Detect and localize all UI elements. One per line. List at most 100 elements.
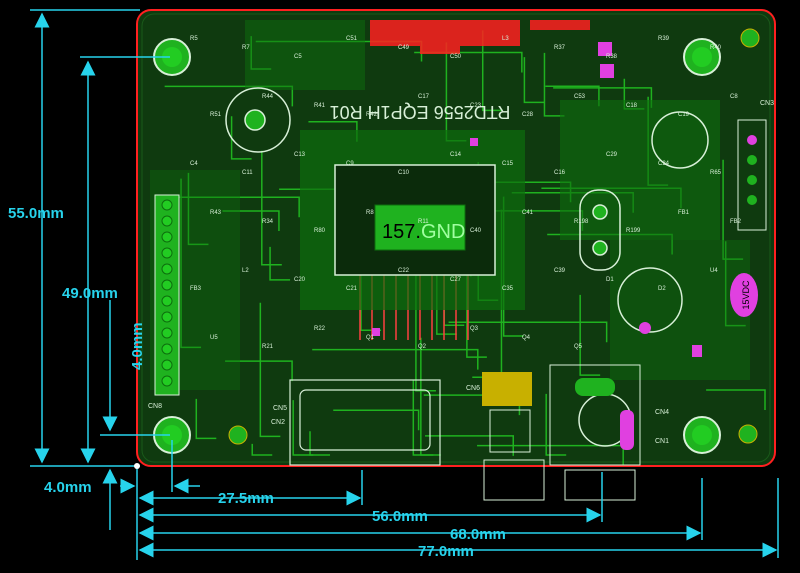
connector-cn3 bbox=[737, 119, 767, 231]
trace bbox=[523, 57, 545, 104]
header-pin bbox=[161, 263, 173, 275]
dimension-labels: 55.0mm 49.0mm 4.0mm 4.0mm 27.5mm 56.0mm … bbox=[8, 205, 506, 560]
component-label: C51 bbox=[346, 36, 358, 42]
header-pin bbox=[161, 343, 173, 355]
dim-56mm: 56.0mm bbox=[372, 508, 428, 525]
trace bbox=[545, 393, 567, 456]
component-label: R65 bbox=[710, 170, 722, 176]
component-label: C15 bbox=[502, 161, 514, 167]
component-label: C9 bbox=[346, 161, 354, 167]
component-label: R51 bbox=[210, 112, 222, 118]
component-label: C8 bbox=[730, 94, 738, 100]
component-label: C40 bbox=[470, 228, 482, 234]
board-title: RTD2556 EQP1H R01 bbox=[330, 102, 511, 122]
trace bbox=[543, 52, 565, 117]
trace bbox=[225, 360, 293, 382]
component-label: C19 bbox=[678, 112, 690, 118]
power-jack bbox=[549, 364, 641, 501]
component-label: R43 bbox=[210, 210, 222, 216]
connector-label: CN1 bbox=[655, 438, 669, 445]
trace bbox=[222, 210, 280, 232]
trace bbox=[261, 150, 282, 266]
component-label: R40 bbox=[710, 45, 722, 51]
trace bbox=[259, 302, 281, 438]
component-label: FB3 bbox=[190, 286, 202, 292]
header-pin bbox=[161, 279, 173, 291]
trace bbox=[312, 348, 479, 370]
component-label: R42 bbox=[366, 112, 378, 118]
component-label: C13 bbox=[294, 152, 306, 158]
connector-label: CN8 bbox=[148, 403, 162, 410]
component-label: C4 bbox=[190, 161, 198, 167]
main-ic: 157.GND bbox=[334, 164, 496, 276]
component-label: U4 bbox=[710, 268, 718, 274]
component-label: R39 bbox=[658, 36, 670, 42]
header-pin bbox=[161, 199, 173, 211]
connector-label: CN4 bbox=[655, 409, 669, 416]
trace bbox=[187, 172, 209, 246]
capacitors bbox=[225, 87, 709, 447]
component-label: C41 bbox=[522, 210, 534, 216]
component-label: C39 bbox=[554, 268, 566, 274]
component-label: C10 bbox=[398, 170, 410, 176]
header-pin bbox=[161, 327, 173, 339]
component-label: C53 bbox=[574, 94, 586, 100]
component-label: R44 bbox=[262, 94, 274, 100]
component-label: R22 bbox=[314, 326, 326, 332]
connector-label: CN2 bbox=[271, 419, 285, 426]
trace bbox=[420, 337, 441, 456]
dimension-lines bbox=[30, 9, 779, 560]
dim-77mm: 77.0mm bbox=[418, 543, 474, 560]
trace bbox=[230, 116, 252, 160]
red-keepout-area bbox=[370, 20, 590, 54]
component-label: C16 bbox=[554, 170, 566, 176]
component-label: R198 bbox=[574, 219, 589, 225]
component-label: C22 bbox=[398, 268, 410, 274]
component-label: R21 bbox=[262, 344, 274, 350]
trace bbox=[448, 321, 608, 343]
component-label: R37 bbox=[554, 45, 566, 51]
component-label: Q2 bbox=[418, 344, 427, 350]
component-label: C20 bbox=[294, 277, 306, 283]
component-label: L3 bbox=[502, 36, 509, 42]
component-label: R80 bbox=[314, 228, 326, 234]
dim-49mm: 49.0mm bbox=[62, 285, 118, 302]
header-pin bbox=[161, 295, 173, 307]
component-label: R199 bbox=[626, 228, 641, 234]
trace bbox=[178, 196, 300, 218]
connector-cn6 bbox=[482, 372, 545, 501]
component-label: Q5 bbox=[574, 344, 583, 350]
component-label: R5 bbox=[190, 36, 198, 42]
svg-text:15VDC: 15VDC bbox=[741, 280, 751, 310]
dim-27-5mm: 27.5mm bbox=[218, 490, 274, 507]
component-label: U5 bbox=[210, 335, 218, 341]
mounting-holes bbox=[153, 28, 760, 454]
trace bbox=[195, 398, 217, 440]
component-label: FB1 bbox=[678, 210, 690, 216]
component-label: R11 bbox=[418, 219, 429, 225]
component-label: R38 bbox=[606, 54, 618, 60]
dim-68mm: 68.0mm bbox=[450, 526, 506, 543]
magenta-pads bbox=[372, 42, 702, 357]
component-label: C14 bbox=[450, 152, 462, 158]
dim-4mm-vertical: 4.0mm bbox=[129, 322, 146, 370]
component-label: C5 bbox=[294, 54, 302, 60]
trace bbox=[425, 435, 514, 456]
trace bbox=[292, 400, 314, 456]
component-label: C18 bbox=[626, 103, 638, 109]
header-pin bbox=[161, 359, 173, 371]
component-label: FB2 bbox=[730, 219, 742, 225]
component-label: C29 bbox=[606, 152, 618, 158]
dim-55mm: 55.0mm bbox=[8, 205, 64, 222]
component-label: C50 bbox=[450, 54, 462, 60]
header-pin bbox=[161, 231, 173, 243]
component-label: C28 bbox=[522, 112, 534, 118]
connector-label: CN6 bbox=[466, 385, 480, 392]
component-label: D1 bbox=[606, 277, 614, 283]
trace bbox=[722, 159, 744, 260]
trace bbox=[481, 30, 503, 112]
trace bbox=[545, 85, 600, 107]
origin-marker bbox=[134, 463, 140, 469]
